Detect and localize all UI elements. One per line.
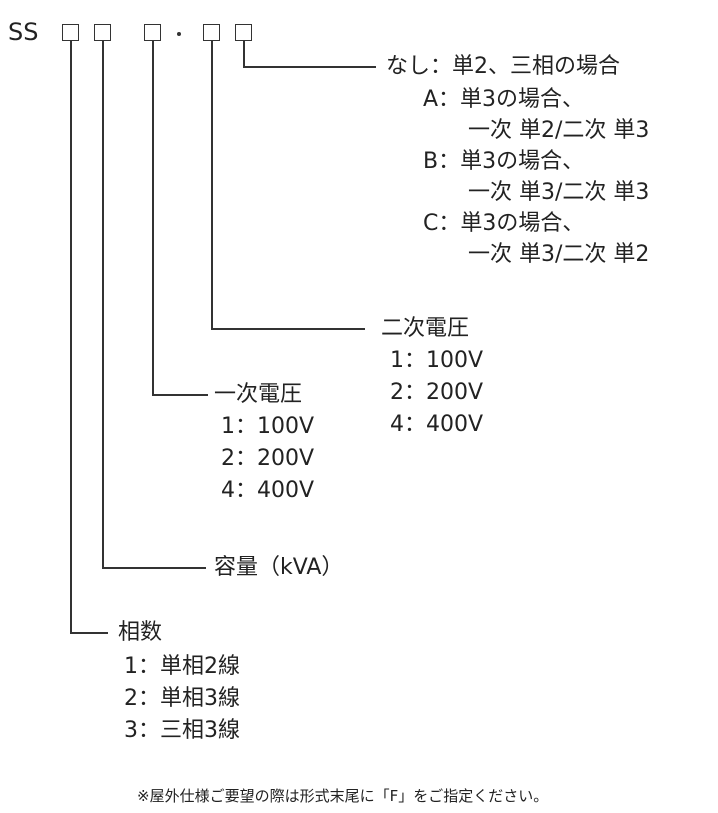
secondary-voltage-leader-horizontal (211, 328, 365, 330)
secondary-voltage-item: 1：100V (390, 348, 484, 373)
primary-voltage-item: 1：100V (221, 414, 315, 439)
separator-dot (177, 32, 181, 36)
primary-voltage-title: 一次電圧 (214, 382, 303, 407)
phase-item: 2：単相3線 (124, 686, 240, 711)
phase-code-box (62, 24, 79, 41)
secondary-voltage-leader-vertical (211, 41, 213, 329)
option-leader-horizontal (243, 66, 376, 68)
secondary-voltage-item: 2：200V (390, 380, 484, 405)
option-line-c-detail: 一次 単3/二次 単2 (468, 242, 650, 267)
primary-voltage-code-box (144, 24, 161, 41)
phase-leader-vertical (70, 41, 72, 633)
option-line-a: A：単3の場合、 (423, 87, 585, 112)
model-prefix: SS (8, 18, 39, 46)
phase-title: 相数 (118, 620, 163, 645)
option-leader-vertical (243, 41, 245, 67)
secondary-voltage-title: 二次電圧 (381, 316, 470, 341)
capacity-leader-horizontal (102, 567, 206, 569)
option-code-box (235, 24, 252, 41)
phase-leader-horizontal (70, 632, 108, 634)
option-line-none: なし：単2、三相の場合 (386, 54, 620, 79)
option-line-b-detail: 一次 単3/二次 単3 (468, 180, 650, 205)
phase-item: 3：三相3線 (124, 718, 240, 743)
capacity-label: 容量（kVA） (214, 555, 344, 580)
primary-voltage-item: 2：200V (221, 446, 315, 471)
primary-voltage-item: 4：400V (221, 478, 315, 503)
option-line-a-detail: 一次 単2/二次 単3 (468, 118, 650, 143)
primary-voltage-leader-vertical (152, 41, 154, 395)
option-line-c: C：単3の場合、 (423, 211, 585, 236)
phase-item: 1：単相2線 (124, 654, 240, 679)
secondary-voltage-code-box (203, 24, 220, 41)
primary-voltage-leader-horizontal (152, 394, 208, 396)
capacity-leader-vertical (102, 41, 104, 568)
footnote: ※屋外仕様ご要望の際は形式末尾に「F」をご指定ください。 (137, 787, 549, 805)
secondary-voltage-item: 4：400V (390, 412, 484, 437)
capacity-code-box (94, 24, 111, 41)
option-line-b: B：単3の場合、 (423, 149, 585, 174)
